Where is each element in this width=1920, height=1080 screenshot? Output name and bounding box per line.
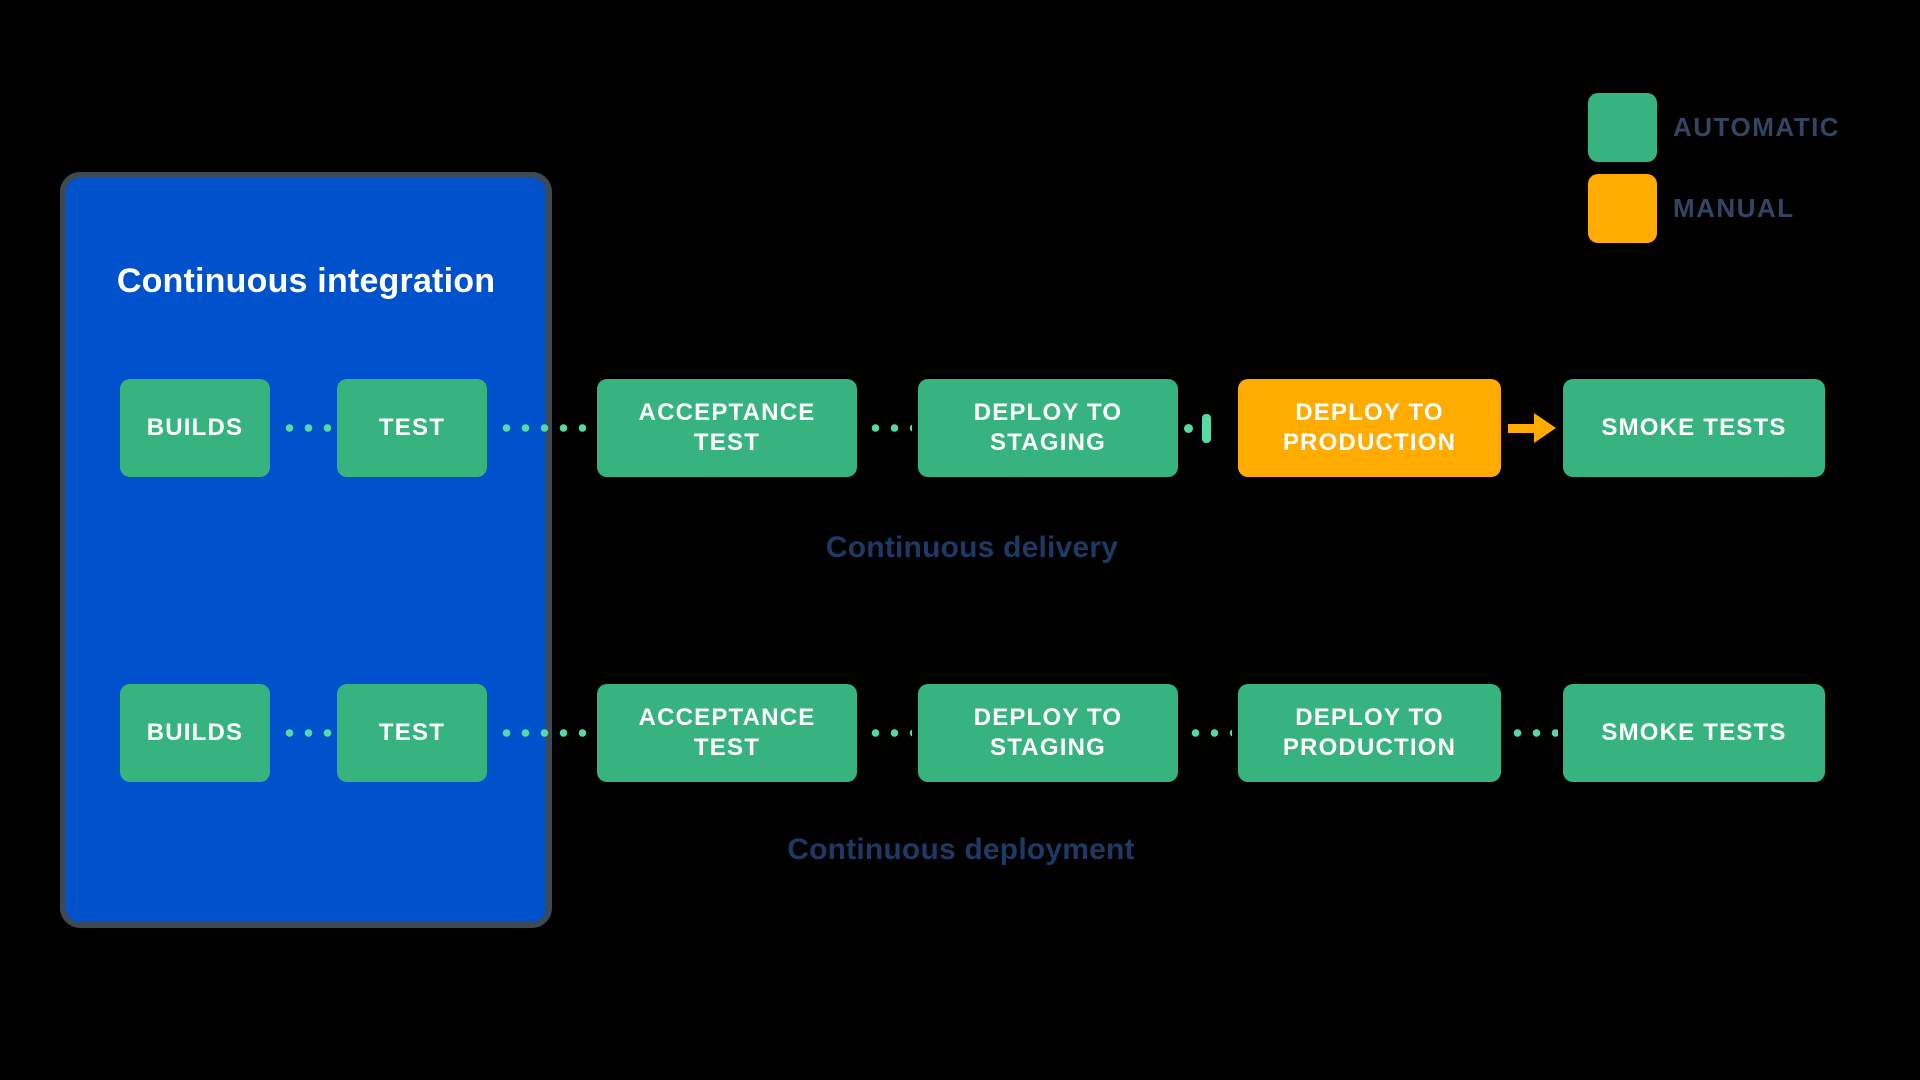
- dotted-connector: [497, 424, 589, 432]
- arrow-head: [1534, 413, 1556, 443]
- dotted-connector: [280, 729, 332, 737]
- continuous-deployment-caption: Continuous deployment: [787, 833, 1135, 866]
- legend-label-manual: MANUAL: [1673, 193, 1795, 223]
- step-label: ACCEPTANCE TEST: [638, 704, 816, 761]
- connector-dot: [1184, 424, 1193, 433]
- deployment-step-acceptance-test: ACCEPTANCE TEST: [597, 684, 857, 782]
- arrow-shaft: [1508, 424, 1535, 433]
- step-label: TEST: [378, 414, 446, 441]
- step-label: BUILDS: [146, 719, 244, 746]
- automatic-swatch-icon: [1588, 93, 1657, 162]
- delivery-step-deploy-to-staging: DEPLOY TO STAGING: [918, 379, 1178, 477]
- manual-gate-icon: [1202, 414, 1211, 443]
- deployment-step-test: TEST: [337, 684, 487, 782]
- step-label: DEPLOY TO PRODUCTION: [1282, 399, 1457, 456]
- dotted-connector: [280, 424, 332, 432]
- dotted-connector: [866, 424, 912, 432]
- dotted-connector: [1508, 729, 1558, 737]
- delivery-step-builds: BUILDS: [120, 379, 270, 477]
- dotted-connector: [497, 729, 589, 737]
- step-label: DEPLOY TO PRODUCTION: [1282, 704, 1457, 761]
- step-label: DEPLOY TO STAGING: [973, 399, 1123, 456]
- step-label: BUILDS: [146, 414, 244, 441]
- deployment-step-deploy-to-staging: DEPLOY TO STAGING: [918, 684, 1178, 782]
- step-label: TEST: [378, 719, 446, 746]
- delivery-step-deploy-to-production: DEPLOY TO PRODUCTION: [1238, 379, 1501, 477]
- step-label: SMOKE TESTS: [1601, 414, 1787, 441]
- step-label: DEPLOY TO STAGING: [973, 704, 1123, 761]
- dotted-connector: [1186, 729, 1232, 737]
- deployment-step-smoke-tests: SMOKE TESTS: [1563, 684, 1825, 782]
- dotted-connector: [866, 729, 912, 737]
- continuous-integration-title: Continuous integration: [116, 262, 496, 300]
- legend-label-automatic: AUTOMATIC: [1673, 112, 1841, 142]
- step-label: SMOKE TESTS: [1601, 719, 1787, 746]
- manual-arrow-icon: [1508, 413, 1556, 443]
- delivery-step-test: TEST: [337, 379, 487, 477]
- continuous-delivery-caption: Continuous delivery: [825, 531, 1119, 564]
- continuous-integration-box: [60, 172, 552, 928]
- manual-swatch-icon: [1588, 174, 1657, 243]
- delivery-step-acceptance-test: ACCEPTANCE TEST: [597, 379, 857, 477]
- step-label: ACCEPTANCE TEST: [638, 399, 816, 456]
- delivery-step-smoke-tests: SMOKE TESTS: [1563, 379, 1825, 477]
- deployment-step-builds: BUILDS: [120, 684, 270, 782]
- deployment-step-deploy-to-production: DEPLOY TO PRODUCTION: [1238, 684, 1501, 782]
